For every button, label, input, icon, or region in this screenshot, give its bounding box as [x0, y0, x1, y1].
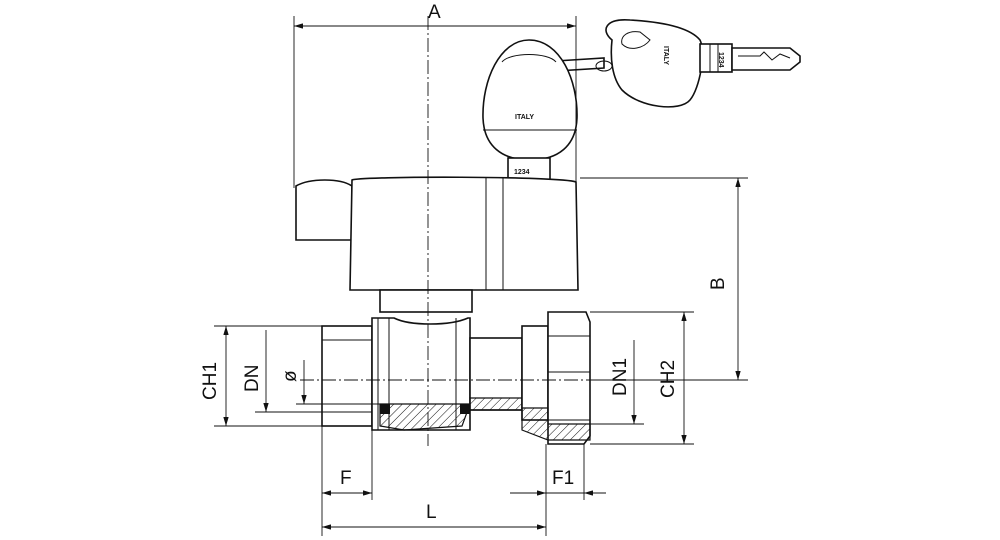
center-lines	[300, 16, 600, 446]
key-serial-marking: 1234	[717, 52, 724, 68]
dim-label-f: F	[340, 468, 352, 489]
dim-label-a: A	[428, 2, 441, 23]
handle	[295, 176, 579, 313]
cap-serial-marking: 1234	[514, 169, 530, 176]
key: ITALY 1234	[539, 19, 801, 108]
dim-label-ch2: CH2	[658, 360, 679, 398]
dim-label-dn: DN	[242, 365, 263, 392]
dim-label-b: B	[708, 277, 729, 290]
dimension-lines	[214, 16, 748, 536]
key-head-marking: ITALY	[662, 46, 669, 65]
dim-label-f1: F1	[552, 468, 574, 489]
lock-cap: ITALY 1234	[482, 39, 578, 181]
dimension-labels: A B CH1 DN ø DN1 CH2 F F1 L	[200, 2, 729, 523]
dim-label-dn1: DN1	[610, 358, 631, 396]
valve-body	[321, 311, 591, 445]
dim-label-ch1: CH1	[200, 362, 221, 400]
dim-label-phi: ø	[280, 370, 301, 382]
dim-label-l: L	[426, 502, 437, 523]
cap-brand-marking: ITALY	[515, 114, 534, 121]
